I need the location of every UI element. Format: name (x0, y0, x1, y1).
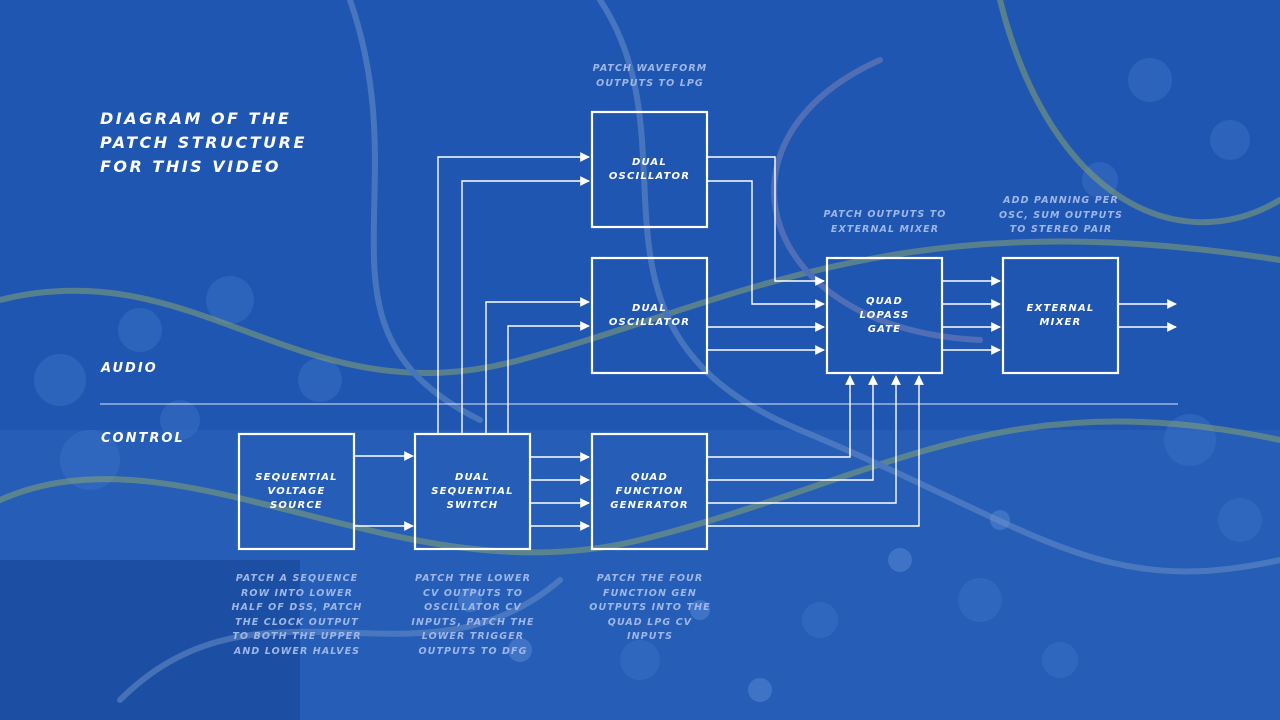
svs-note-line-2: ROW INTO LOWER (240, 587, 353, 599)
mixer-note: ADD PANNING PER OSC, SUM OUTPUTS TO STER… (986, 194, 1136, 238)
audio-section-label: AUDIO (101, 361, 158, 376)
qfg-label-line-3: GENERATOR (610, 499, 689, 511)
dss-note-line-2: CV OUTPUTS TO (422, 587, 524, 599)
dss-label-line-3: SWITCH (446, 499, 499, 511)
svs-note-line-1: PATCH A SEQUENCE (235, 573, 359, 584)
mixer-note-line-3: TO STEREO PAIR (1009, 224, 1113, 235)
osc1-to-lpg-2 (707, 180, 825, 309)
qfg-note-line-5: INPUTS (626, 631, 674, 642)
qfg-note-line-3: OUTPUTS INTO THE (589, 602, 711, 613)
quad-lopass-gate-box (825, 256, 944, 375)
svs-label-line-2: VOLTAGE (267, 485, 326, 497)
title-line-2: PATCH STRUCTURE (100, 133, 307, 152)
dss-to-osc2-cv-1 (485, 297, 590, 434)
dual-oscillator-1-box (590, 110, 709, 229)
svs-label-line-3: SOURCE (270, 499, 323, 511)
qfg-note: PATCH THE FOUR FUNCTION GEN OUTPUTS INTO… (575, 572, 725, 645)
dss-note-line-5: LOWER TRIGGER (421, 631, 525, 642)
osc2-label-line-1: DUAL (632, 302, 667, 314)
osc2-label-line-2: OSCILLATOR (608, 316, 691, 328)
svs-note: PATCH A SEQUENCE ROW INTO LOWER HALF OF … (222, 572, 372, 659)
dss-note: PATCH THE LOWER CV OUTPUTS TO OSCILLATOR… (398, 572, 548, 659)
qfg-label-line-1: QUAD (630, 471, 668, 483)
dss-note-line-3: OSCILLATOR CV (424, 602, 522, 613)
svs-note-line-3: HALF OF DSS, PATCH (231, 602, 363, 613)
dual-oscillator-2-label: DUAL OSCILLATOR (592, 258, 707, 373)
svs-note-line-5: TO BOTH THE UPPER (232, 631, 362, 642)
osc-note: PATCH WAVEFORM OUTPUTS TO LPG (575, 62, 725, 91)
dss-label-line-2: SEQUENTIAL (431, 485, 514, 497)
lpg-label-line-1: QUAD (865, 295, 903, 307)
svs-label-line-1: SEQUENTIAL (255, 471, 338, 483)
osc1-label-line-1: DUAL (632, 156, 667, 168)
qfg-label-line-2: FUNCTION (615, 485, 684, 497)
lpg-label-line-3: GATE (867, 323, 902, 335)
dual-oscillator-1-label: DUAL OSCILLATOR (592, 112, 707, 227)
mixer-note-line-1: ADD PANNING PER (1003, 195, 1119, 206)
osc1-label-line-2: OSCILLATOR (608, 170, 691, 182)
sequential-voltage-source-box (237, 432, 356, 551)
diagram-title: DIAGRAM OF THE PATCH STRUCTURE FOR THIS … (100, 107, 307, 179)
mixer-note-line-2: OSC, SUM OUTPUTS (999, 209, 1123, 221)
qfg-note-line-2: FUNCTION GEN (603, 587, 697, 599)
lpg-label-line-2: LOPASS (859, 309, 910, 321)
external-mixer-box (1001, 256, 1120, 375)
osc-note-line-1: PATCH WAVEFORM (592, 63, 708, 74)
svs-note-line-6: AND LOWER HALVES (233, 645, 361, 657)
dual-sequential-switch-label: DUAL SEQUENTIAL SWITCH (415, 434, 530, 549)
qfg-to-lpg-cv-2 (707, 375, 878, 481)
quad-function-generator-box (590, 432, 709, 551)
osc-note-line-2: OUTPUTS TO LPG (596, 77, 704, 89)
dss-label-line-1: DUAL (455, 471, 490, 483)
dss-note-line-6: OUTPUTS TO DFG (418, 645, 528, 657)
title-line-1: DIAGRAM OF THE (100, 109, 292, 128)
dss-to-osc1-cv-1 (437, 152, 590, 434)
lpg-note-line-2: EXTERNAL MIXER (830, 223, 940, 235)
quad-function-generator-label: QUAD FUNCTION GENERATOR (592, 434, 707, 549)
sequential-voltage-source-label: SEQUENTIAL VOLTAGE SOURCE (239, 434, 354, 549)
qfg-to-lpg-cv-1 (707, 375, 855, 458)
mixer-label-line-1: EXTERNAL (1026, 302, 1095, 314)
title-line-3: FOR THIS VIDEO (100, 157, 281, 176)
lpg-note-line-1: PATCH OUTPUTS TO (823, 209, 947, 220)
quad-lopass-gate-label: QUAD LOPASS GATE (827, 258, 942, 373)
external-mixer-label: EXTERNAL MIXER (1003, 258, 1118, 373)
dss-to-osc2-cv-2 (507, 321, 590, 434)
dss-note-line-4: INPUTS, PATCH THE (411, 616, 535, 628)
qfg-to-lpg-cv-4 (707, 375, 924, 527)
dual-oscillator-2-box (590, 256, 709, 375)
dss-to-osc1-cv-2 (461, 176, 590, 434)
mixer-label-line-2: MIXER (1039, 316, 1082, 328)
dss-note-line-1: PATCH THE LOWER (414, 573, 532, 584)
qfg-note-line-4: QUAD LPG CV (607, 616, 693, 628)
osc1-to-lpg-1 (707, 156, 825, 286)
qfg-to-lpg-cv-3 (707, 375, 901, 504)
dual-sequential-switch-box (413, 432, 532, 551)
svs-note-line-4: THE CLOCK OUTPUT (235, 616, 359, 628)
control-section-label: CONTROL (101, 431, 185, 446)
qfg-note-line-1: PATCH THE FOUR (596, 573, 704, 584)
lpg-note: PATCH OUTPUTS TO EXTERNAL MIXER (810, 208, 960, 237)
